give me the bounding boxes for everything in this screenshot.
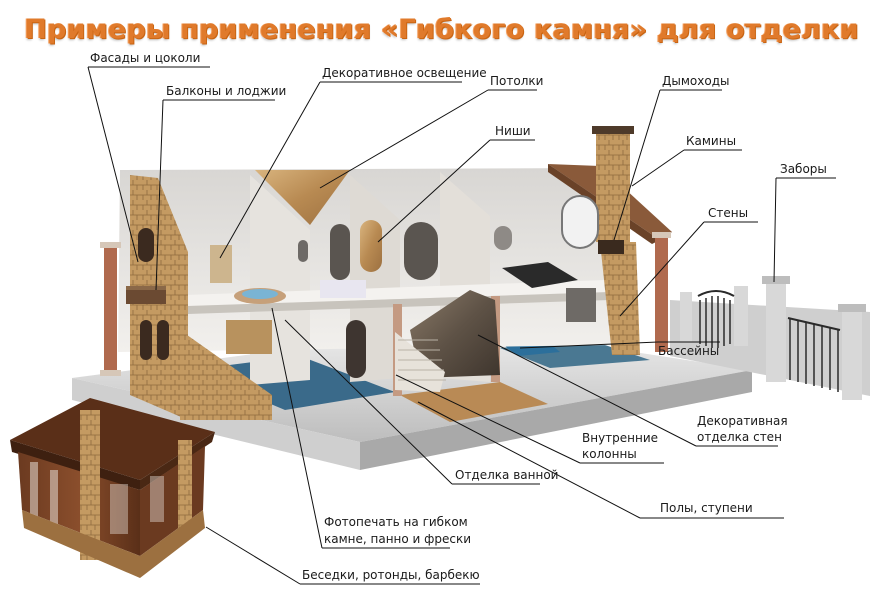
callout-line-bathroom	[284, 319, 540, 485]
callout-line-decor-walls	[477, 334, 778, 447]
callout-line-columns	[395, 374, 664, 464]
label-floors: Полы, ступени	[660, 501, 753, 515]
label-photoprint-line2: камне, панно и фрески	[324, 532, 471, 546]
label-balconies: Балконы и лоджии	[166, 84, 286, 98]
callout-line-fences	[773, 177, 836, 283]
callout-lines	[87, 66, 836, 585]
label-columns-line2: колонны	[582, 447, 637, 461]
callout-line-lighting	[219, 81, 462, 259]
fence	[670, 276, 870, 400]
callout-line-photoprint	[271, 307, 450, 549]
stone-facade	[126, 175, 272, 420]
label-decor-walls-line2: отделка стен	[697, 430, 782, 444]
label-gazebos: Беседки, ротонды, барбекю	[302, 568, 480, 582]
callout-line-walls	[619, 221, 758, 317]
callout-line-fireplaces	[631, 149, 742, 187]
callout-line-chimneys	[613, 89, 722, 241]
page-title: Примеры применения «Гибкого камня» для о…	[24, 14, 859, 45]
callout-line-niches	[377, 139, 535, 243]
callout-line-balconies	[155, 99, 275, 291]
callout-line-floors	[417, 401, 784, 519]
chimney	[592, 126, 640, 355]
label-niches: Ниши	[495, 124, 531, 138]
label-chimneys: Дымоходы	[662, 74, 729, 88]
label-lighting: Декоративное освещение	[322, 66, 487, 80]
callout-labels: Фасады и цоколи Балконы и лоджии Декорат…	[90, 51, 827, 582]
label-decor-walls-line1: Декоративная	[697, 414, 788, 428]
callout-line-facades	[87, 66, 210, 263]
label-bathroom: Отделка ванной	[455, 468, 558, 482]
label-photoprint-line1: Фотопечать на гибком	[324, 515, 468, 529]
label-fences: Заборы	[780, 162, 827, 176]
rock-wall	[395, 290, 500, 392]
callout-line-ceilings	[319, 89, 537, 189]
label-fireplaces: Камины	[686, 134, 736, 148]
label-columns-line1: Внутренние	[582, 431, 658, 445]
label-ceilings: Потолки	[490, 74, 543, 88]
label-facades: Фасады и цоколи	[90, 51, 200, 65]
interior-details	[210, 195, 599, 378]
label-pools: Бассейны	[658, 344, 719, 358]
gazebo	[10, 398, 215, 578]
label-walls: Стены	[708, 206, 748, 220]
callout-line-gazebos	[205, 526, 480, 585]
callout-line-pools	[519, 341, 720, 349]
